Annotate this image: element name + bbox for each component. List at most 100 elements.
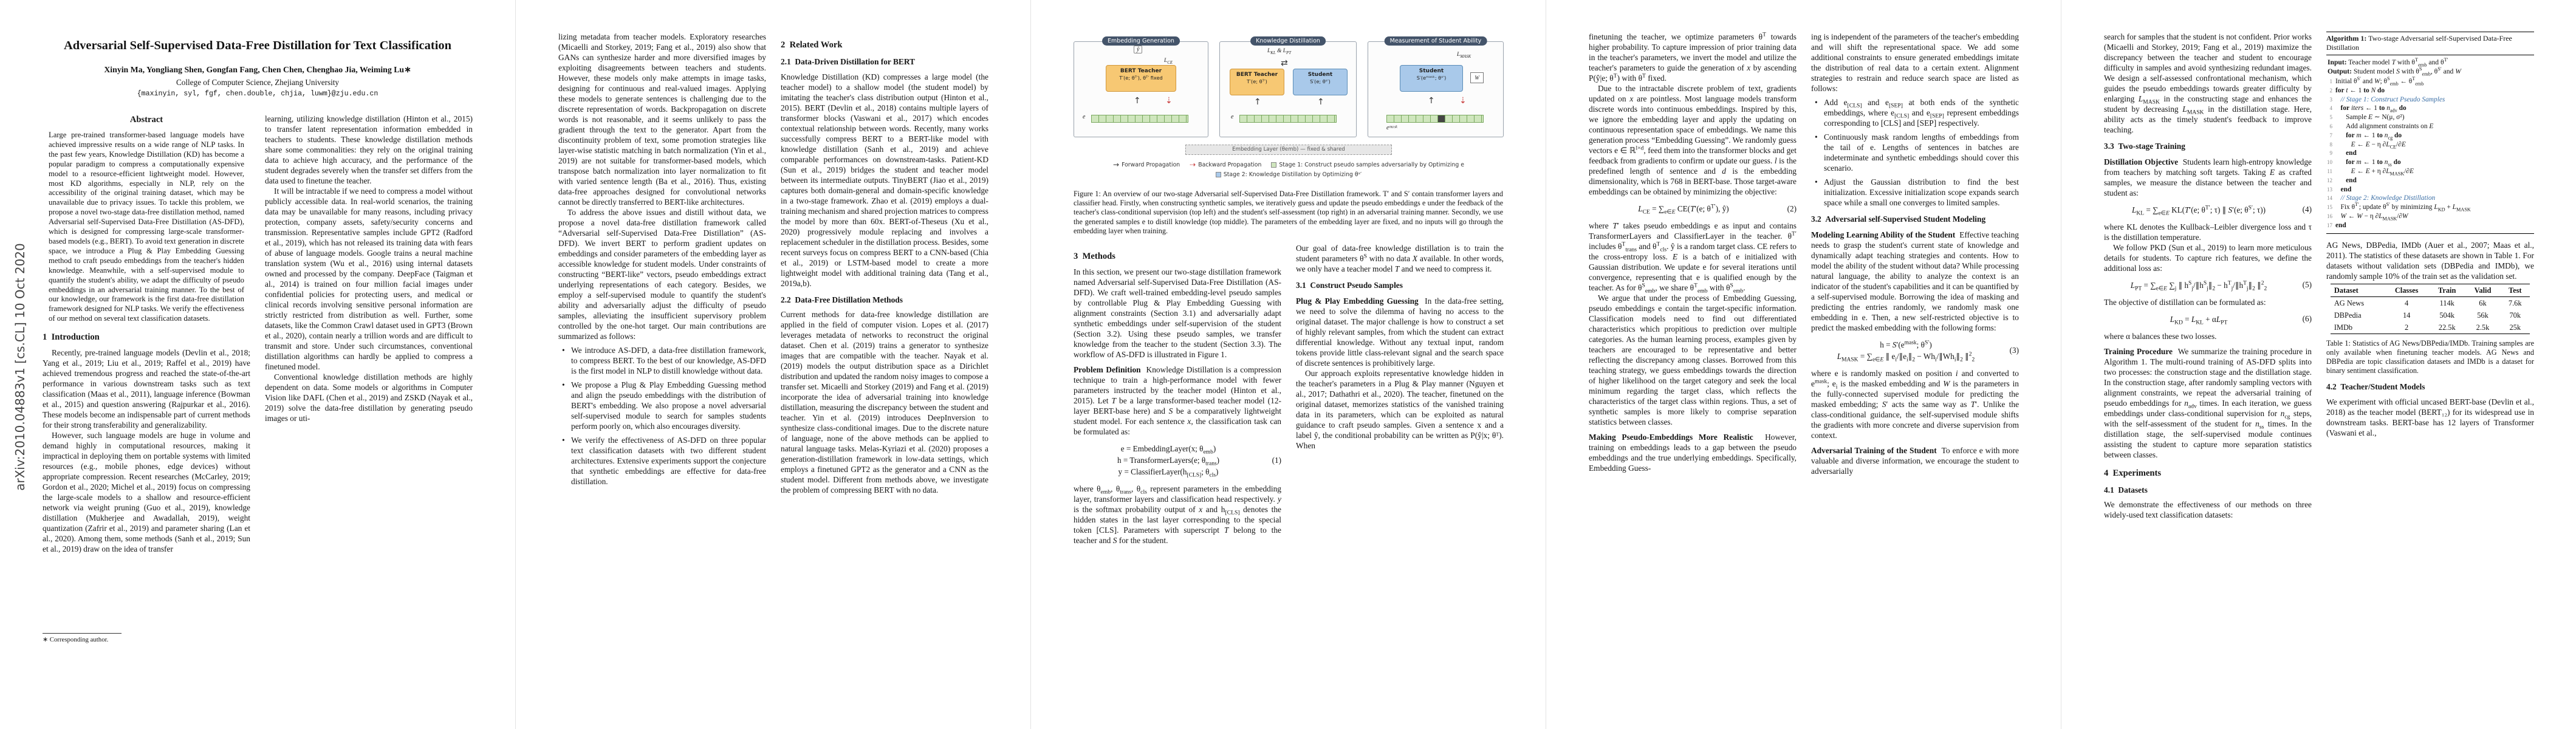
- mask-loss-label: LMASK: [1457, 52, 1471, 59]
- alignment-constraint-list: • Add e[CLS] and e[SEP] at both ends of …: [1815, 97, 2019, 208]
- abstract-text: Large pre-trained transformer-based lang…: [49, 131, 244, 323]
- equation-line: y = ClassifierLayer(h[CLS]; θcls): [1118, 467, 1219, 479]
- equation-number: (2): [1787, 204, 1797, 213]
- paragraph: We experiment with official uncased BERT…: [2326, 397, 2534, 437]
- stage2-swatch-icon: [1215, 172, 1221, 177]
- algorithm-line: 10 for m ← 1 to nss do: [2327, 159, 2401, 168]
- author-emails: {maxinyin, syl, fgf, chen.double, chjia,…: [137, 90, 379, 98]
- forward-arrow-icon: ↑: [1317, 97, 1324, 107]
- figure-panel-student-ability: Measurement of Student Ability LMASK Stu…: [1368, 36, 1504, 137]
- equation-line: LMASK = ∑e∈E ∥ ei/∥ei∥2 − Whi/∥Whi∥2 ∥22: [1837, 351, 1975, 363]
- embedding-label: e: [1083, 114, 1086, 120]
- page-1: arXiv:2010.04883v1 [cs.CL] 10 Oct 2020 A…: [0, 0, 515, 729]
- page-4: finetuning the teacher, we optimize para…: [1546, 0, 2061, 729]
- subsection-heading-4-1: 4.1 Datasets: [2104, 485, 2148, 495]
- masked-embedding-strip: [1386, 115, 1484, 123]
- algorithm-box: Algorithm 1: Two-stage Adversarial self-…: [2326, 32, 2534, 234]
- cell-dataset: AG News: [2334, 298, 2365, 307]
- paragraph: Our approach exploits representative kno…: [1296, 368, 1504, 450]
- equation-2: LCE = ∑e∈E CE(T′(e; θT′), ŷ) (2): [1589, 203, 1797, 216]
- equation-line: h = S′(emask; θS′): [1880, 340, 1932, 349]
- algorithm-line: 17 end: [2327, 221, 2346, 229]
- list-item: • We propose a Plug & Play Embedding Gue…: [562, 380, 766, 431]
- backward-arrow-icon: ⇣: [1459, 96, 1467, 106]
- figure-1: Embedding Generation ŷ LCE BERT Teacher …: [1074, 32, 1504, 185]
- equation-line: e = EmbeddingLayer(x; θemb): [1120, 444, 1216, 456]
- bullet-icon: •: [1815, 98, 1818, 107]
- algorithm-line: 4 for iters ← 1 to nadv do: [2329, 104, 2406, 114]
- equation-line: LKD = LKL + αLPT: [2170, 314, 2228, 326]
- panel-title-knowledge-distillation: Knowledge Distillation: [1250, 36, 1326, 46]
- cell-classes: 14: [2402, 310, 2411, 320]
- column-header: Test: [2508, 286, 2522, 295]
- student-params: S′(e; θˢ′): [1310, 78, 1331, 84]
- paragraph-training-procedure: Training Procedure We summarize the trai…: [2104, 346, 2312, 459]
- page5-left-column: search for samples that the student is n…: [2104, 32, 2312, 700]
- panel-title-embedding-generation: Embedding Generation: [1102, 36, 1180, 46]
- pseudo-embedding-strip: [1239, 115, 1337, 123]
- table-row: AG News 4 114k 6k 7.6k: [2331, 296, 2530, 309]
- teacher-block: BERT Teacher T′(e; θᵀ′), θᵀ′ fixed: [1106, 65, 1176, 92]
- list-item: • We verify the effectiveness of AS-DFD …: [562, 436, 766, 486]
- algorithm-line: 1 Initial θS′ and W; θSemb ← θTemb: [2329, 76, 2424, 87]
- cell-valid: 2.5k: [2476, 323, 2490, 332]
- bullet-icon: •: [1815, 132, 1818, 142]
- paragraph: lizing metadata from teacher models. Exp…: [558, 32, 766, 207]
- algorithm-line: 3 // Stage 1: Construct Pseudo Samples: [2329, 95, 2445, 103]
- paragraph-problem-definition: Problem Definition Knowledge Distillatio…: [1074, 365, 1281, 437]
- equation-number: (4): [2302, 205, 2312, 214]
- equation-4: LKL = ∑e∈E KL(T′(e; θT′; τ) ∥ S′(e; θS′;…: [2104, 204, 2312, 216]
- page-3: Embedding Generation ŷ LCE BERT Teacher …: [1030, 0, 1546, 729]
- algorithm-line: 8 E ← E − η ∂LCE/∂E: [2329, 140, 2406, 149]
- forward-arrow-icon: ↑: [1254, 97, 1261, 107]
- paragraph: We follow PKD (Sun et al., 2019) to lear…: [2104, 242, 2312, 273]
- cell-test: 25k: [2509, 323, 2521, 332]
- paragraph: Recently, pre-trained language models (D…: [43, 348, 250, 430]
- forward-arrow-icon: ↑: [1428, 96, 1435, 106]
- legend-stage2: Stage 2: Knowledge Distillation by Optim…: [1215, 171, 1362, 178]
- equation-line: LKL = ∑e∈E KL(T′(e; θT′; τ) ∥ S′(e; θS′;…: [2132, 205, 2266, 217]
- forward-arrow-icon: ↑: [1134, 96, 1141, 106]
- paragraph: where θemb, θtrans, θcls represent param…: [1074, 484, 1281, 546]
- column-header: Dataset: [2334, 286, 2358, 295]
- list-item: • Add e[CLS] and e[SEP] at both ends of …: [1815, 98, 2019, 128]
- algorithm-line: 11 E ← E + η ∂LMASK/∂E: [2327, 167, 2414, 177]
- backward-arrow-icon: ⇣: [1165, 96, 1173, 106]
- cell-train: 504k: [2439, 310, 2455, 320]
- embedding-layer-bar: Embedding Layer (θemb) — fixed & shared: [1185, 145, 1392, 155]
- paragraph: It will be intractable if we need to com…: [265, 187, 473, 371]
- paragraph: where T′ takes pseudo embeddings e as in…: [1589, 221, 1797, 295]
- bullet-icon: •: [562, 346, 565, 355]
- paragraph: where KL denotes the Kullback–Leibler di…: [2104, 222, 2312, 242]
- paragraph: finetuning the teacher, we optimize para…: [1589, 32, 1797, 83]
- page1-left-column: Abstract Large pre-trained transformer-b…: [43, 114, 250, 643]
- equation-number: (3): [2009, 345, 2019, 355]
- table-row: DBPedia 14 504k 56k 70k: [2331, 309, 2530, 321]
- paragraph: Due to the intractable discrete problem …: [1589, 84, 1797, 196]
- figure-caption: Figure 1: An overview of our two-stage A…: [1074, 190, 1503, 235]
- equation-number: (5): [2302, 280, 2312, 289]
- equation-3: h = S′(emask; θS′) LMASK = ∑e∈E ∥ ei/∥ei…: [1811, 339, 2019, 363]
- footnote-text: ∗ Corresponding author.: [43, 636, 109, 643]
- footnote: ∗ Corresponding author.: [43, 633, 250, 643]
- paragraph: We argue that under the process of Embed…: [1589, 293, 1797, 426]
- w-module-box: W: [1470, 72, 1484, 83]
- equation-line: h = TransformerLayers(e; θtrans): [1117, 456, 1220, 467]
- section-heading-related-work: 2 Related Work: [781, 40, 843, 50]
- kd-loss-label: LKL & LPT: [1267, 48, 1292, 55]
- teacher-name: BERT Teacher: [1236, 72, 1278, 78]
- student-block-kd: Student S′(e; θˢ′): [1293, 69, 1348, 95]
- forward-arrow-icon: →: [1113, 160, 1120, 169]
- affiliation: College of Computer Science, Zhejiang Un…: [176, 78, 340, 87]
- paragraph: AG News, DBPedia, IMDb (Auer et al., 200…: [2326, 240, 2534, 281]
- paragraph: In this section, we present our two-stag…: [1074, 267, 1281, 360]
- page4-left-column: finetuning the teacher, we optimize para…: [1589, 32, 1797, 700]
- student-name: Student: [1419, 68, 1444, 74]
- algorithm-line: 12 end: [2327, 176, 2357, 184]
- bullet-icon: •: [1815, 177, 1818, 187]
- algorithm-line: 5 Sample E ∼ N(μ, σ²): [2329, 114, 2405, 122]
- legend-stage1: Stage 1: Construct pseudo samples advers…: [1271, 160, 1464, 169]
- equation-5: LPT = ∑e∈E ∑j ∥ hSj/∥hSj∥2 − hTj/∥hTj∥2 …: [2104, 279, 2312, 292]
- cell-test: 7.6k: [2508, 298, 2522, 307]
- legend-backward: ⇢Backward Propagation: [1190, 160, 1262, 169]
